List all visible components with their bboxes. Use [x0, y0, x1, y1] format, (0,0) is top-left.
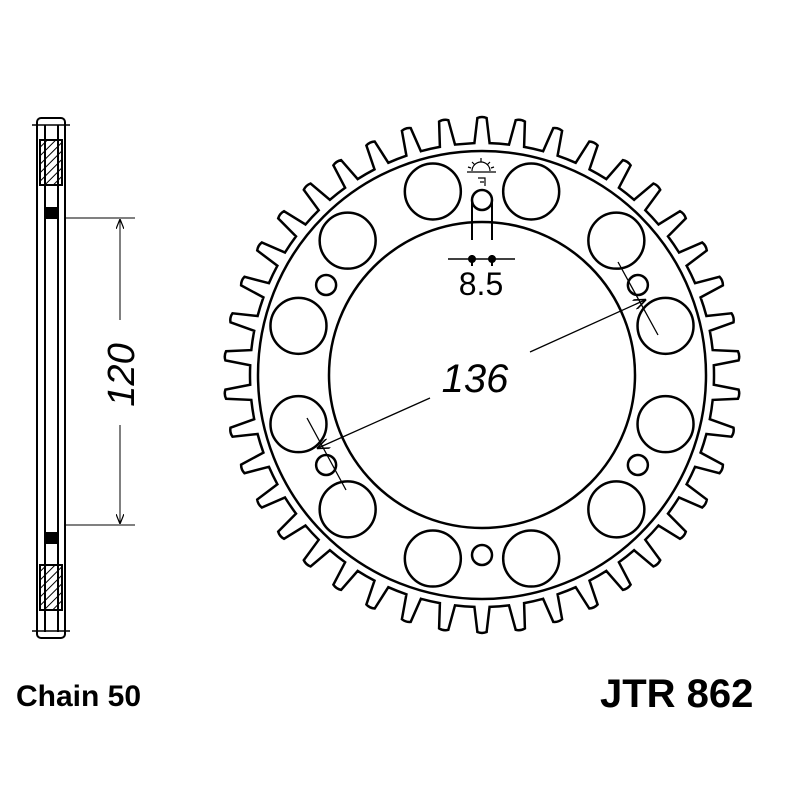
lightening-hole — [403, 162, 463, 221]
lightening-hole — [636, 296, 695, 356]
bolt-hole — [470, 543, 494, 567]
bolt-hole — [314, 273, 338, 297]
part-number-label: JTR 862 — [600, 672, 754, 716]
bolt-hole — [314, 453, 338, 477]
lightening-hole — [269, 394, 328, 454]
sprocket-face — [223, 115, 741, 635]
lightening-hole — [636, 394, 695, 454]
bolt-hole — [470, 188, 494, 212]
bore-dimension — [65, 217, 135, 526]
lightening-hole — [587, 480, 646, 539]
bolt-hole — [626, 453, 650, 477]
bolt-hole-dimension-label: 8.5 — [459, 266, 503, 302]
sun-logo-icon — [467, 158, 496, 186]
bolt-hole-dimension — [448, 200, 515, 266]
pcd-dimension — [306, 261, 659, 491]
center-bore-circle — [327, 220, 637, 530]
side-profile — [32, 117, 70, 639]
lightening-hole — [318, 480, 377, 539]
lightening-hole — [269, 296, 328, 356]
bolt-hole — [626, 273, 650, 297]
sprocket-body-circle — [256, 149, 708, 601]
lightening-hole — [501, 529, 561, 588]
lightening-hole — [403, 529, 463, 588]
pcd-dimension-label: 136 — [442, 357, 509, 401]
sprocket-teeth-outline — [223, 115, 741, 635]
bore-dimension-label: 120 — [101, 343, 143, 406]
lightening-hole — [587, 211, 646, 270]
chain-size-label: Chain 50 — [16, 680, 142, 713]
lightening-hole — [318, 211, 377, 270]
lightening-hole — [501, 162, 561, 221]
